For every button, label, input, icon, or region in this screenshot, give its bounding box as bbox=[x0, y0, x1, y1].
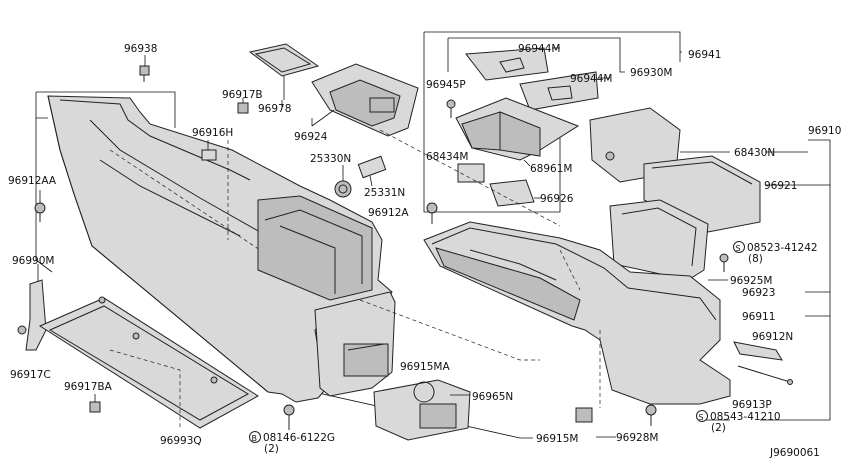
bracket-96990M bbox=[17, 264, 47, 351]
label-08543-qty: (2) bbox=[711, 422, 726, 434]
guide-3 bbox=[359, 299, 540, 361]
label-96990M: 96990M bbox=[12, 255, 54, 267]
clip-96917B bbox=[237, 98, 249, 114]
label-96941: 96941 bbox=[688, 49, 721, 61]
screw-96912A bbox=[426, 202, 438, 224]
screw-08543 bbox=[645, 404, 657, 426]
box-96965N bbox=[373, 379, 471, 441]
lid-96924 bbox=[311, 63, 419, 137]
label-96945P: 96945P bbox=[426, 79, 466, 91]
label-68961M: 68961M bbox=[530, 163, 572, 175]
label-96911: 96911 bbox=[742, 311, 775, 323]
label-08523-qty: (8) bbox=[748, 253, 763, 265]
frame-console-bottom bbox=[35, 118, 53, 273]
label-96912N: 96912N bbox=[752, 331, 793, 343]
label-96938: 96938 bbox=[124, 43, 157, 55]
lead-68961M bbox=[523, 159, 531, 167]
label-96924: 96924 bbox=[294, 131, 328, 143]
label-96978: 96978 bbox=[258, 103, 291, 115]
frame-96941 bbox=[423, 32, 561, 213]
label-96913P: 96913P bbox=[732, 399, 772, 411]
label-08543-group: S 08543-41210 (2) bbox=[696, 410, 781, 434]
label-96944M-b: 96944M bbox=[570, 73, 612, 85]
circle-s-08543: S bbox=[699, 413, 704, 422]
label-96910: 96910 bbox=[808, 125, 841, 137]
plate-96944M-a bbox=[465, 47, 549, 81]
frame-96910 bbox=[760, 139, 831, 421]
label-96915MA: 96915MA bbox=[400, 361, 450, 373]
strip-96912N bbox=[733, 341, 783, 361]
mat-96978 bbox=[248, 43, 320, 100]
label-96930M: 96930M bbox=[630, 67, 672, 79]
label-96993Q: 96993Q bbox=[160, 435, 202, 447]
insert-96930M bbox=[455, 97, 580, 161]
rod-96913P bbox=[737, 365, 793, 385]
bolt-08146 bbox=[283, 404, 295, 430]
screw-08523 bbox=[719, 253, 729, 272]
clip-96938 bbox=[139, 55, 150, 82]
label-08543: 08543-41210 bbox=[710, 411, 781, 423]
screw-96945P bbox=[446, 99, 456, 118]
label-96926: 96926 bbox=[540, 193, 574, 205]
diagram-code: J9690061 bbox=[769, 447, 820, 459]
screw-96912AA bbox=[34, 190, 46, 222]
plate-96944M-b bbox=[519, 71, 599, 111]
circle-b-08146: B bbox=[252, 434, 258, 443]
sockets-25330N-25331N bbox=[334, 155, 387, 198]
guide-2 bbox=[379, 129, 561, 227]
box-96926 bbox=[489, 179, 535, 207]
label-68430N: 68430N bbox=[734, 147, 775, 159]
label-96917BA: 96917BA bbox=[64, 381, 113, 393]
box-68434M bbox=[457, 163, 485, 183]
label-96917B: 96917B bbox=[222, 89, 263, 101]
label-25330N: 25330N bbox=[310, 153, 351, 165]
label-96925M: 96925M bbox=[730, 275, 772, 287]
label-96923: 96923 bbox=[742, 287, 775, 299]
label-96915M: 96915M bbox=[536, 433, 578, 445]
label-25331N: 25331N bbox=[364, 187, 405, 199]
label-96928M: 96928M bbox=[616, 432, 658, 444]
bracket-96993Q bbox=[38, 296, 259, 430]
console-main-body bbox=[47, 95, 396, 403]
label-08523-group: S 08523-41242 (8) bbox=[733, 241, 818, 265]
label-96916H: 96916H bbox=[192, 127, 233, 139]
frame-96916H bbox=[35, 92, 48, 119]
label-08146: 08146-6122G bbox=[263, 432, 335, 444]
label-08146-qty: (2) bbox=[264, 443, 279, 455]
clip-96928M bbox=[575, 407, 593, 423]
frame-96930M bbox=[448, 37, 625, 73]
label-68434M: 68434M bbox=[426, 151, 468, 163]
label-96921: 96921 bbox=[764, 180, 797, 192]
circle-s-08523: S bbox=[736, 244, 741, 253]
console-rear-body bbox=[423, 221, 731, 405]
label-96917C: 96917C bbox=[10, 369, 51, 381]
label-96965N: 96965N bbox=[472, 391, 513, 403]
label-08146-group: B 08146-6122G (2) bbox=[249, 431, 335, 455]
label-96912AA: 96912AA bbox=[8, 175, 57, 187]
label-08523: 08523-41242 bbox=[747, 242, 818, 254]
frame-96941-top bbox=[424, 31, 682, 53]
label-96912A: 96912A bbox=[368, 207, 409, 219]
frame-console-left bbox=[36, 91, 176, 128]
label-96944M-a: 96944M bbox=[518, 43, 560, 55]
clip-96917BA bbox=[89, 394, 101, 413]
